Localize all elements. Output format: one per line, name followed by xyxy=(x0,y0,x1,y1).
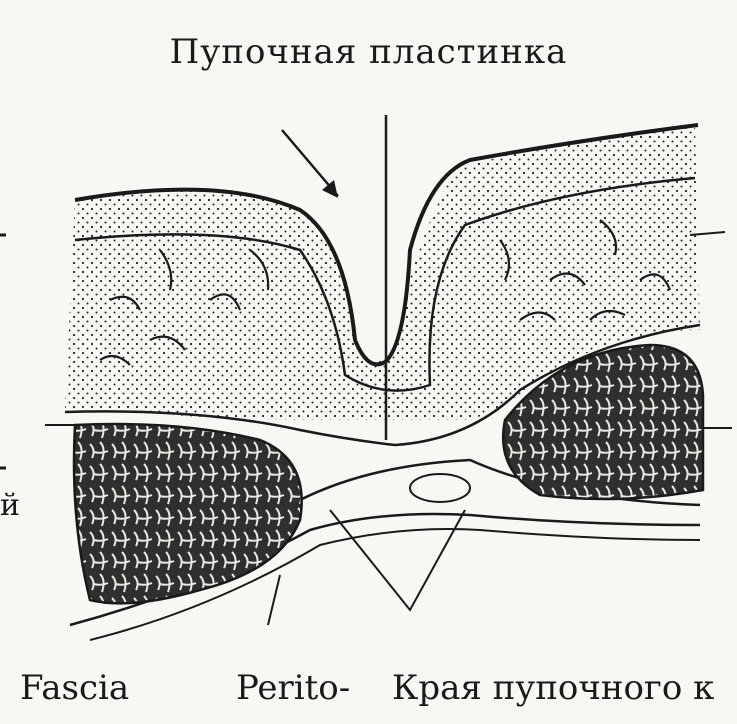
umbilical-ring-nodule xyxy=(410,474,470,502)
left-rectus-muscle xyxy=(74,424,302,603)
fascia-pointer-line xyxy=(268,575,280,625)
umbilical-ring-edges-label: Края пупочного к xyxy=(392,668,714,708)
left-edge-label: й xyxy=(0,488,20,523)
arrow-icon xyxy=(282,130,338,198)
fascia-label: Fascia xyxy=(20,668,129,708)
peritoneum-label: Perito- xyxy=(236,668,350,708)
ring-edge-pointers xyxy=(330,510,465,610)
